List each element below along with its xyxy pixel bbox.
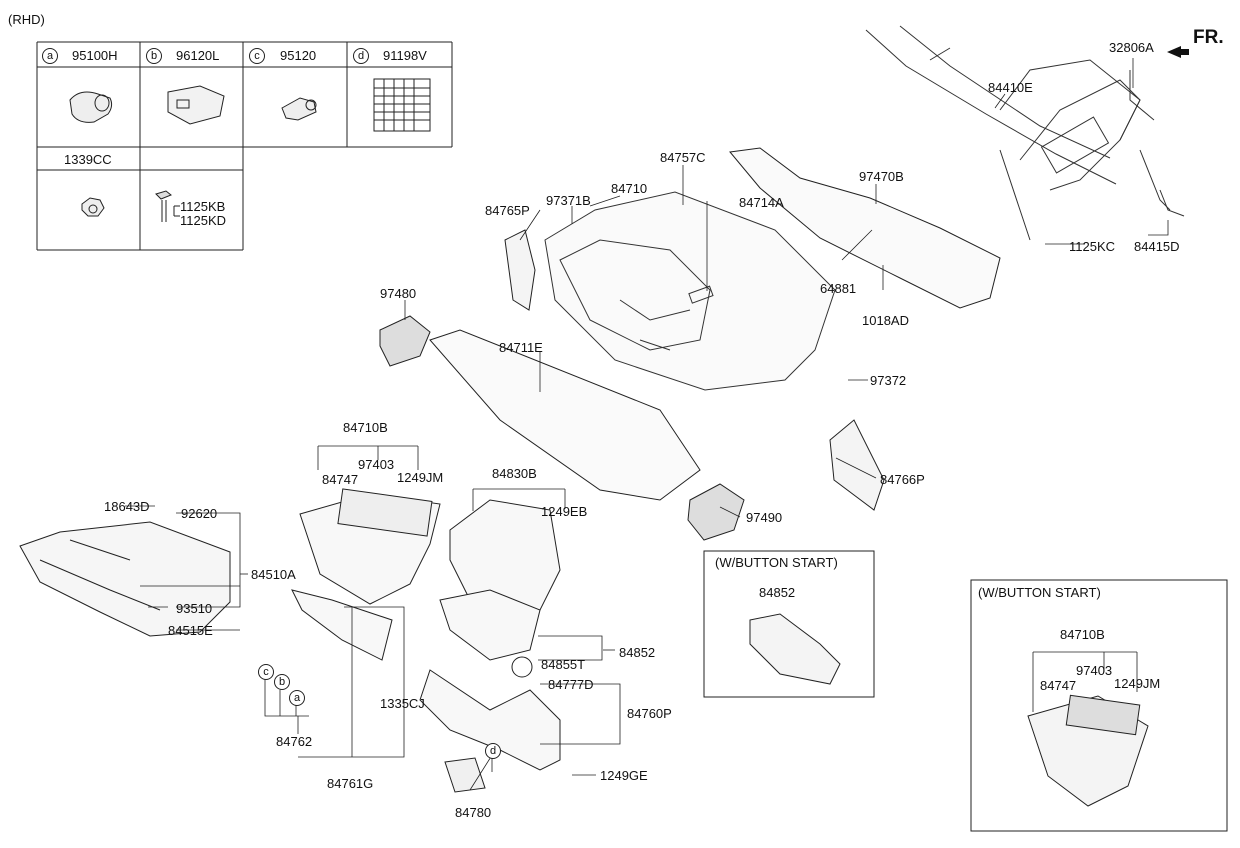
crash-pad	[544, 191, 836, 391]
part-label-84747: 84747	[322, 472, 359, 487]
front-direction-marker: FR.	[1193, 27, 1224, 48]
part-label-1249ge: 1249GE	[600, 768, 648, 783]
steering-column-cover-alt	[749, 613, 841, 685]
part-label-64881: 64881	[820, 281, 857, 296]
part-label-84710b: 84710B	[343, 420, 388, 435]
callout-d: d	[485, 743, 501, 759]
part-label-1335cj: 1335CJ	[380, 696, 425, 711]
legend-letter-c: c	[249, 48, 265, 64]
part-label-97480: 97480	[380, 286, 417, 301]
part-label-84766p: 84766P	[880, 472, 925, 487]
bolt-icon	[155, 190, 180, 222]
legend-letter-b: b	[146, 48, 162, 64]
part-label-1249eb: 1249EB	[541, 504, 588, 519]
fuse-cover	[444, 757, 486, 793]
button-start-title-right: (W/BUTTON START)	[978, 585, 1101, 600]
part-label-97371b: 97371B	[546, 193, 591, 208]
part-label-84410e: 84410E	[988, 80, 1033, 95]
cluster-fascia	[439, 499, 561, 678]
cigar-lighter-icon	[281, 97, 317, 121]
lower-crash-pad	[419, 669, 561, 771]
power-outlet-icon	[69, 91, 113, 123]
part-label-84710: 84710	[611, 181, 648, 196]
part-label-1125kc: 1125KC	[1069, 239, 1116, 254]
center-facia-alt	[1027, 694, 1149, 807]
part-label-1249jm: 1249JM	[397, 470, 444, 485]
part-label-97490: 97490	[746, 510, 783, 525]
legend-code-c: 95120	[280, 48, 317, 63]
legend-code-d: 91198V	[383, 48, 427, 63]
side-cover-right	[829, 419, 885, 511]
side-vent-left	[379, 315, 431, 367]
part-label-97372: 97372	[870, 373, 907, 388]
part-label-92620: 92620	[181, 506, 218, 521]
part-label-18643d: 18643D	[104, 499, 150, 514]
part-label-84510a: 84510A	[251, 567, 296, 582]
fuse-chart-icon	[373, 78, 431, 132]
part-label-84714a: 84714A	[739, 195, 784, 210]
air-duct	[729, 147, 1001, 309]
legend-bolt-code-2: 1125KD	[180, 213, 227, 228]
part-label-84757c: 84757C	[660, 150, 706, 165]
part-label-84852: 84852	[619, 645, 656, 660]
side-cover-left	[504, 229, 536, 311]
crash-pad-upper-cover	[429, 329, 701, 501]
legend-bolt-code-1: 1125KB	[180, 199, 226, 214]
lower-panel	[291, 589, 393, 661]
part-label-84711e: 84711E	[499, 340, 543, 355]
part-label-84710b-alt: 84710B	[1060, 627, 1105, 642]
part-label-97470b: 97470B	[859, 169, 904, 184]
part-label-84762: 84762	[276, 734, 313, 749]
callout-b: b	[274, 674, 290, 690]
part-label-84515e: 84515E	[168, 623, 213, 638]
part-label-1249jm-alt: 1249JM	[1114, 676, 1161, 691]
part-label-84765p: 84765P	[485, 203, 530, 218]
part-label-97403: 97403	[358, 457, 395, 472]
legend-letter-d: d	[353, 48, 369, 64]
aux-jack-icon	[167, 85, 225, 125]
part-label-84415d: 84415D	[1134, 239, 1180, 254]
leader-lines	[125, 58, 1169, 791]
legend-letter-a: a	[42, 48, 58, 64]
part-label-84760p: 84760P	[627, 706, 672, 721]
callout-a: a	[289, 690, 305, 706]
legend-nut-code: 1339CC	[64, 152, 112, 167]
part-label-84830b: 84830B	[492, 466, 537, 481]
part-label-32806a: 32806A	[1109, 40, 1154, 55]
legend-code-b: 96120L	[176, 48, 220, 63]
part-label-84777d: 84777D	[548, 677, 594, 692]
part-label-97403-alt: 97403	[1076, 663, 1113, 678]
cowl-crossmember	[865, 25, 1185, 241]
button-start-title-center: (W/BUTTON START)	[715, 555, 838, 570]
nut-icon	[81, 197, 105, 217]
part-label-93510: 93510	[176, 601, 213, 616]
glove-box	[19, 521, 231, 637]
part-label-1018ad: 1018AD	[862, 313, 909, 328]
part-label-84855t: 84855T	[541, 657, 586, 672]
part-label-84747-alt: 84747	[1040, 678, 1077, 693]
center-facia-panel	[299, 488, 441, 605]
callout-c: c	[258, 664, 274, 680]
part-label-84761g: 84761G	[327, 776, 374, 791]
side-vent-right	[687, 483, 745, 541]
variant-label: (RHD)	[8, 12, 45, 27]
part-label-84852-alt: 84852	[759, 585, 796, 600]
legend-code-a: 95100H	[72, 48, 118, 63]
part-label-84780: 84780	[455, 805, 492, 820]
